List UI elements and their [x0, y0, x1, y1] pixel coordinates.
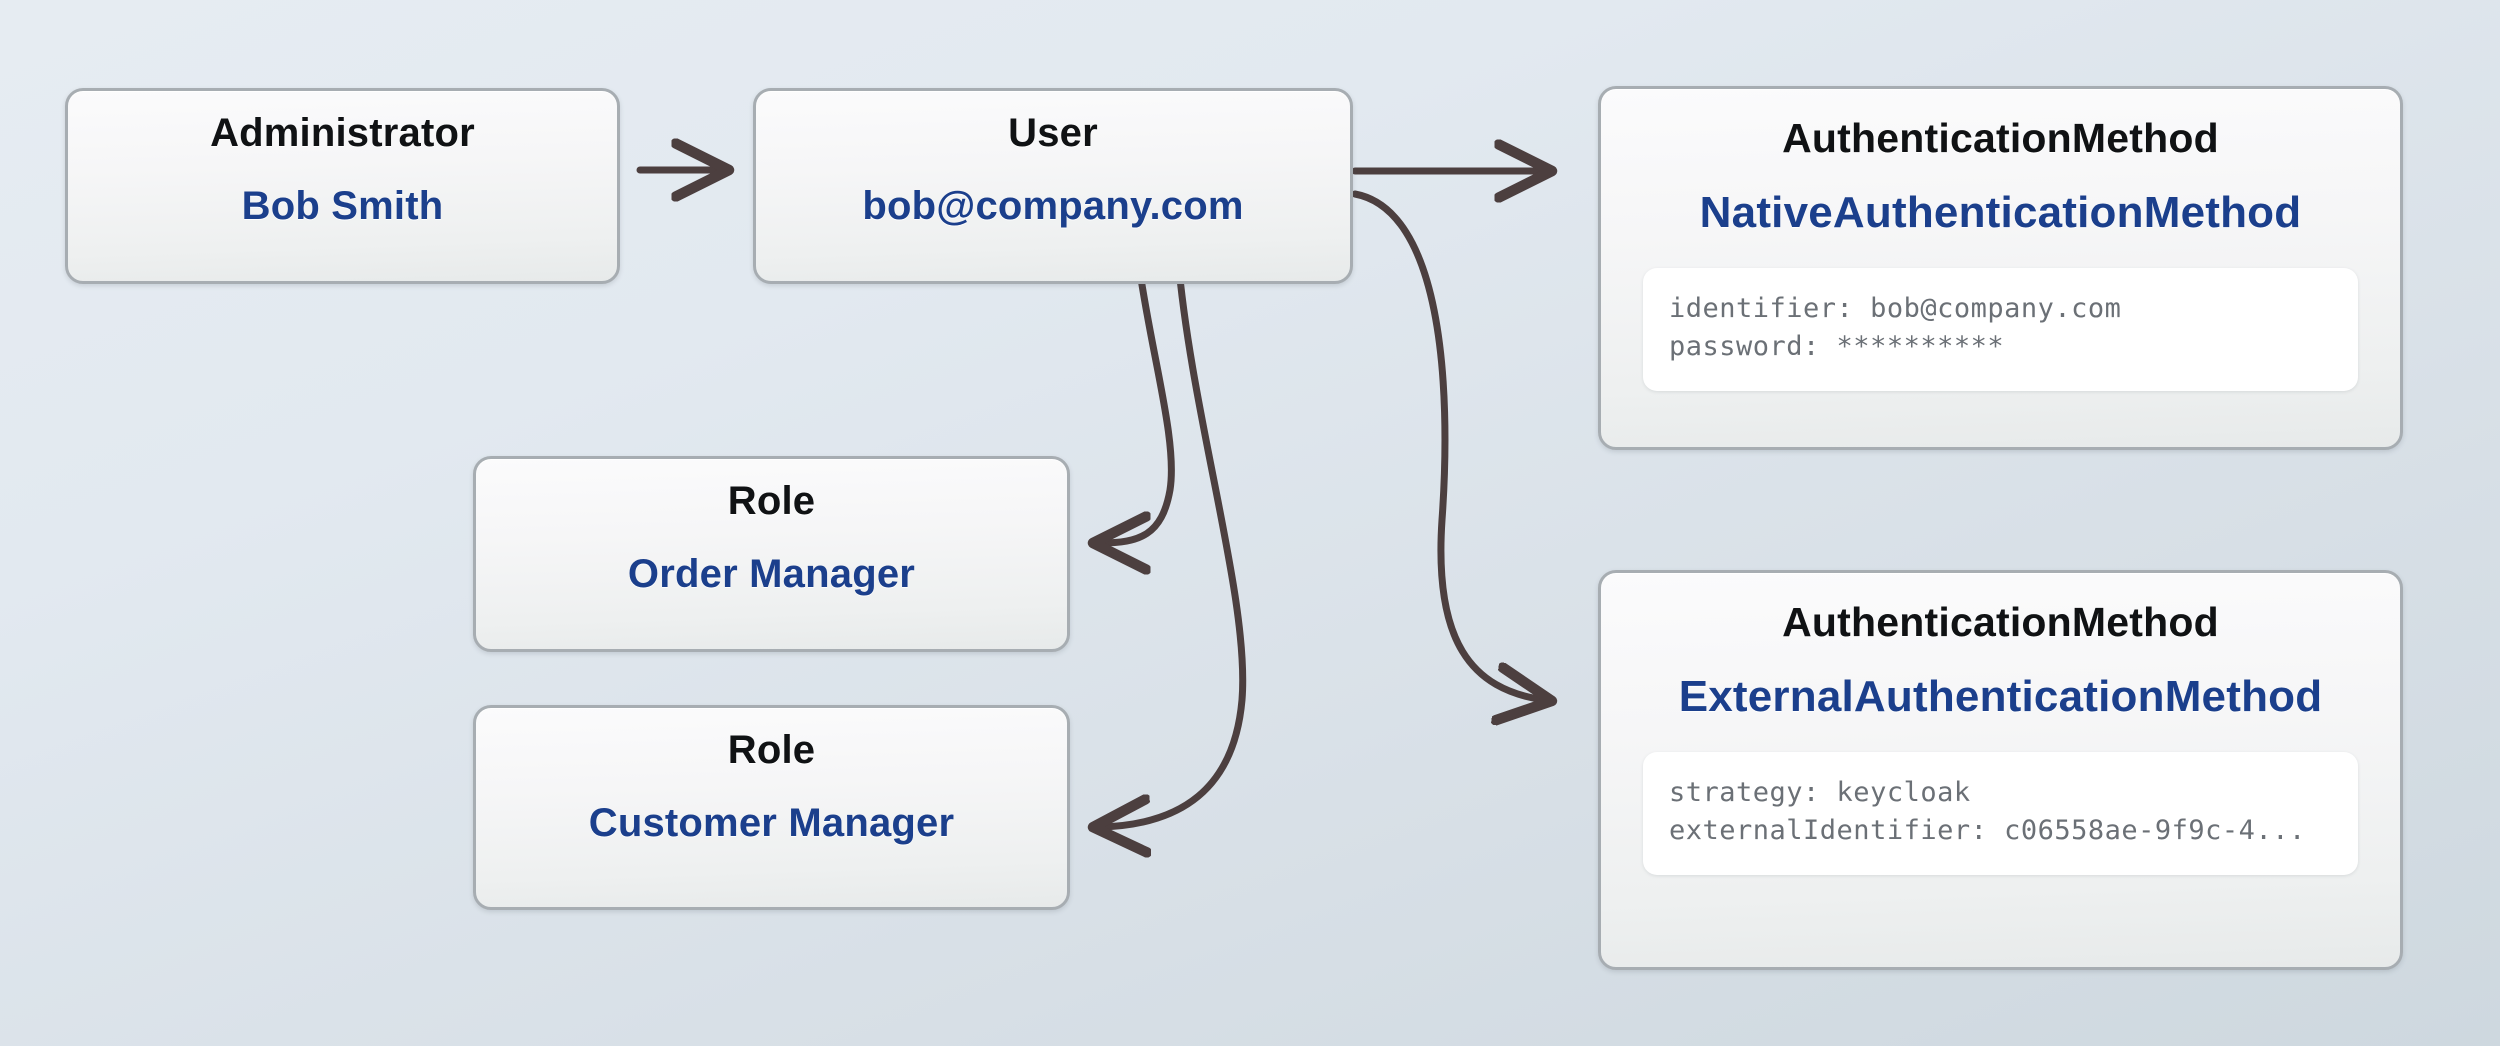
node-external-authentication-method[interactable]: AuthenticationMethod ExternalAuthenticat…: [1598, 570, 2403, 970]
native-auth-property-password: password: **********: [1669, 331, 2005, 363]
native-auth-properties-panel: identifier: bob@company.com password: **…: [1643, 268, 2358, 391]
external-auth-property-external-identifier: externalIdentifier: c06558ae-9f9c-4...: [1669, 815, 2306, 847]
node-role-customer-manager-name: Customer Manager: [588, 801, 955, 845]
node-user[interactable]: User bob@company.com: [753, 88, 1353, 284]
node-native-authentication-method[interactable]: AuthenticationMethod NativeAuthenticatio…: [1598, 86, 2403, 450]
node-administrator-name: Bob Smith: [241, 184, 444, 228]
node-user-type: User: [1008, 111, 1098, 155]
edge-user-to-role-order: [1100, 254, 1175, 543]
external-auth-property-strategy: strategy: keycloak: [1669, 777, 1971, 808]
node-role-customer-manager[interactable]: Role Customer Manager: [473, 705, 1070, 910]
node-role-order-manager-type: Role: [727, 479, 816, 523]
node-external-authentication-method-name: ExternalAuthenticationMethod: [1678, 672, 2323, 721]
native-auth-property-identifier: identifier: bob@company.com: [1669, 293, 2122, 324]
edge-user-to-role-customer: [1100, 254, 1247, 827]
external-auth-properties-panel: strategy: keycloak externalIdentifier: c…: [1643, 752, 2358, 875]
node-user-name: bob@company.com: [862, 184, 1244, 228]
node-role-customer-manager-type: Role: [727, 728, 816, 772]
node-native-authentication-method-name: NativeAuthenticationMethod: [1699, 188, 2302, 237]
node-role-order-manager-name: Order Manager: [627, 552, 916, 596]
node-administrator[interactable]: Administrator Bob Smith: [65, 88, 620, 284]
node-role-order-manager[interactable]: Role Order Manager: [473, 456, 1070, 652]
edge-user-to-external-auth: [1351, 190, 1545, 700]
node-native-authentication-method-type: AuthenticationMethod: [1782, 115, 2219, 161]
node-external-authentication-method-type: AuthenticationMethod: [1782, 599, 2219, 645]
node-administrator-type: Administrator: [210, 111, 475, 155]
